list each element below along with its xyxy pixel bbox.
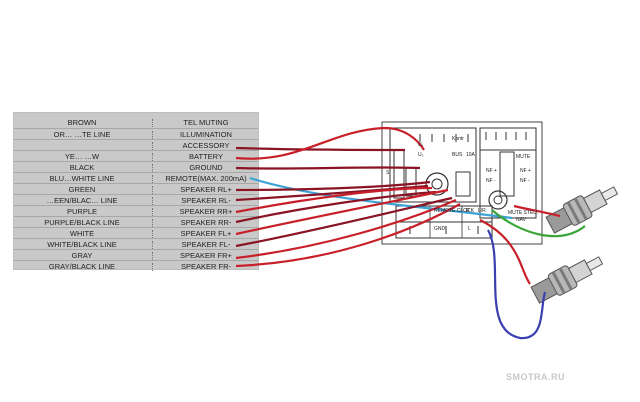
wire-speaker-fl-minus xyxy=(235,196,453,248)
wire-color-name: WHITE xyxy=(69,229,95,238)
row-separator xyxy=(152,164,154,172)
wire-table-row: PURPLE SPEAKER RR+ xyxy=(14,205,258,217)
pin-nf-plus-2-label: NF + xyxy=(486,168,497,174)
pin-remote-clock-label: REMOTE CLOCK xyxy=(434,208,475,214)
pin-kontr-label: Kontr xyxy=(452,136,464,142)
wire-battery xyxy=(235,126,425,160)
wire-ground xyxy=(235,166,421,170)
wire-function: BATTERY xyxy=(189,152,223,161)
wire-color-name: BLACK xyxy=(69,163,95,172)
wire-color-name: GREEN xyxy=(68,185,96,194)
pin-r-label: R xyxy=(466,208,470,214)
watermark: SMOTRA.RU xyxy=(506,372,565,382)
wire-table-row: ACCESSORY xyxy=(14,139,258,151)
wire-speaker-fr-minus xyxy=(235,203,461,268)
pin-mute-label: MUTE xyxy=(516,154,531,160)
wire-table-row: YE… …W BATTERY xyxy=(14,150,258,162)
wire-color-name: GRAY xyxy=(71,251,93,260)
pin-l-label: L xyxy=(468,226,471,232)
pin-amp-label: 10A xyxy=(466,152,475,158)
wire-speaker-rl-plus xyxy=(235,180,431,192)
wire-table-row: WHITE SPEAKER FL+ xyxy=(14,227,258,239)
row-separator xyxy=(152,119,154,127)
wire-function: ILLUMINATION xyxy=(180,130,232,139)
row-separator xyxy=(152,153,154,161)
wire-color-name: WHITE/BLACK LINE xyxy=(47,240,117,249)
wire-color-name: GRAY/BLACK LINE xyxy=(48,262,116,271)
row-separator xyxy=(152,197,154,205)
wire-function: SPEAKER FL- xyxy=(181,240,231,249)
wire-color-name: OR… …TE LINE xyxy=(53,130,111,139)
pin-lr-label: L/R xyxy=(478,208,486,214)
pin-nf-plus-1-label: NF + xyxy=(520,168,531,174)
wire-rca-blue xyxy=(487,229,547,340)
pin-mute-steu-label: MUTE STEU. xyxy=(508,210,539,216)
wire-table-row: BLACK GROUND xyxy=(14,161,258,173)
wire-function: SPEAKER RR- xyxy=(180,218,232,227)
wire-speaker-rr-minus xyxy=(235,190,437,224)
wire-table-row: GRAY/BLACK LINE SPEAKER FR- xyxy=(14,260,258,272)
wire-rca-red-lower xyxy=(479,219,531,285)
pin-u2-label: U₂ xyxy=(418,152,424,158)
wire-color-name: PURPLE xyxy=(66,207,97,216)
row-separator xyxy=(152,131,154,139)
pin-gnd-label: GND xyxy=(434,226,446,232)
wire-speaker-fl-plus xyxy=(235,188,449,236)
wire-color-table: BROWN TEL MUTING OR… …TE LINE ILLUMINATION A… xyxy=(13,112,259,272)
row-separator xyxy=(152,263,154,271)
wire-color-name: BROWN xyxy=(67,118,97,127)
wire-color-name: …EEN/BLAC… LINE xyxy=(46,196,118,205)
rca-plug-lower xyxy=(530,256,604,304)
wire-table-row: WHITE/BLACK LINE SPEAKER FL- xyxy=(14,238,258,250)
wire-table-row: PURPLE/BLACK LINE SPEAKER RR- xyxy=(14,216,258,228)
wire-table-row: GRAY SPEAKER FR+ xyxy=(14,249,258,261)
wires xyxy=(235,126,586,340)
pin-nav-label: NAV xyxy=(516,217,526,223)
wire-remote xyxy=(249,176,513,220)
wire-function: SPEAKER RR+ xyxy=(179,207,233,216)
pin-nf-minus-2-label: NF - xyxy=(486,178,496,184)
wire-table-row: BLU…WHITE LINE REMOTE(MAX. 200mA) xyxy=(14,172,258,184)
wire-color-name: YE… …W xyxy=(64,152,100,161)
wire-table-row: BROWN TEL MUTING xyxy=(14,117,258,129)
pin-s-label: S xyxy=(386,170,390,176)
row-separator xyxy=(152,252,154,260)
wire-function: SPEAKER FR- xyxy=(180,262,231,271)
pin-nf-minus-1-label: NF - xyxy=(520,178,530,184)
wire-function: GROUND xyxy=(189,163,223,172)
wire-speaker-rr-plus xyxy=(235,186,433,214)
pin-bus-label: BUS xyxy=(452,152,463,158)
wire-rca-green xyxy=(491,209,586,238)
wire-function: SPEAKER RL+ xyxy=(180,185,232,194)
row-separator xyxy=(152,186,154,194)
wire-table-row: …EEN/BLAC… LINE SPEAKER RL- xyxy=(14,194,258,206)
row-separator xyxy=(152,142,154,150)
row-separator xyxy=(152,175,154,183)
wire-function: SPEAKER RL- xyxy=(181,196,231,205)
pin-u1-label: U₁ xyxy=(418,142,424,148)
row-separator xyxy=(152,208,154,216)
rca-plug-upper xyxy=(545,186,619,234)
iso-connector-block xyxy=(381,121,543,245)
wire-function: SPEAKER FL+ xyxy=(180,229,232,238)
wire-table-row: GREEN SPEAKER RL+ xyxy=(14,183,258,195)
wire-speaker-fr-plus xyxy=(235,198,457,260)
row-separator xyxy=(152,230,154,238)
wire-table-row: OR… …TE LINE ILLUMINATION xyxy=(14,128,258,140)
wire-function: REMOTE(MAX. 200mA) xyxy=(165,174,247,183)
row-separator xyxy=(152,241,154,249)
wire-function: TEL MUTING xyxy=(183,118,229,127)
wire-function: ACCESSORY xyxy=(182,141,230,150)
wire-accessory xyxy=(235,146,406,152)
row-separator xyxy=(152,219,154,227)
wire-function: SPEAKER FR+ xyxy=(180,251,232,260)
wire-rca-red-upper xyxy=(513,204,561,218)
wire-color-name: BLU…WHITE LINE xyxy=(49,174,115,183)
wire-color-name: PURPLE/BLACK LINE xyxy=(44,218,120,227)
